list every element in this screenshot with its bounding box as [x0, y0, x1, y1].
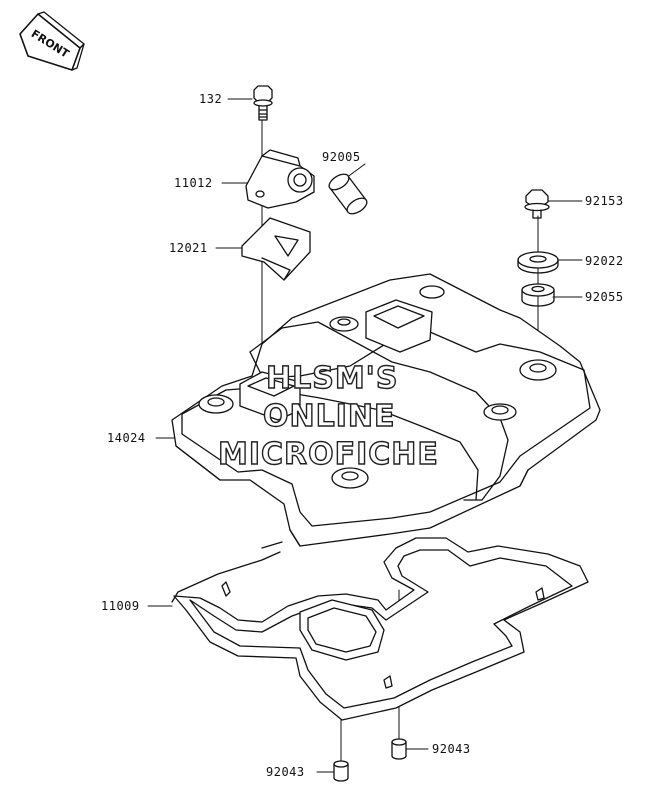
part-label-92055[interactable]: 92055 — [585, 290, 624, 304]
part-label-92022[interactable]: 92022 — [585, 254, 624, 268]
washer-92022 — [517, 251, 559, 274]
grommet-92043-left — [333, 760, 349, 782]
part-label-11009[interactable]: 11009 — [101, 599, 140, 613]
cap-12021 — [241, 217, 311, 281]
part-label-132[interactable]: 132 — [199, 92, 223, 106]
grommet-92043-right — [391, 738, 407, 760]
part-label-92043-left[interactable]: 92043 — [266, 765, 305, 779]
part-label-92043-right[interactable]: 92043 — [432, 742, 471, 756]
front-arrow-icon: FRONT — [19, 11, 85, 71]
bolt-92153 — [524, 189, 550, 219]
part-label-11012[interactable]: 11012 — [174, 176, 213, 190]
watermark-line-2: ONLINE — [262, 399, 396, 434]
gasket-11009 — [171, 537, 589, 721]
bolt-132 — [253, 85, 273, 121]
part-label-92153[interactable]: 92153 — [585, 194, 624, 208]
part-label-12021[interactable]: 12021 — [169, 241, 208, 255]
part-label-92005[interactable]: 92005 — [322, 150, 361, 164]
holder-11012 — [245, 149, 315, 209]
part-label-14024[interactable]: 14024 — [107, 431, 146, 445]
bushing-92005 — [328, 173, 368, 215]
grommet-92055 — [521, 283, 555, 307]
watermark-line-3: MICROFICHE — [217, 437, 439, 472]
watermark-line-1: HLSM'S — [265, 361, 399, 396]
cylinder-head-cover-14024 — [171, 273, 601, 547]
